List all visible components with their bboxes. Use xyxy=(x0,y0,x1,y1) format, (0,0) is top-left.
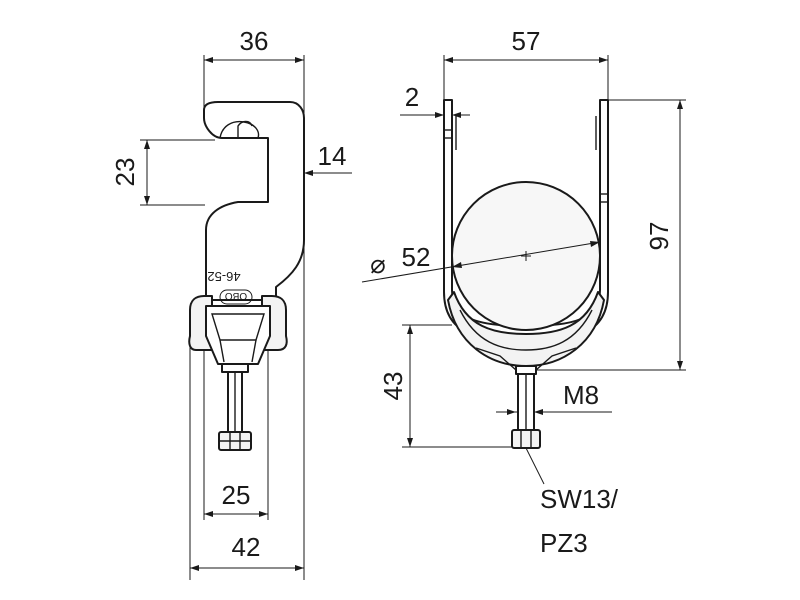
front-view: 57 2 ⌀ 52 97 43 M8 SW13/ PZ3 xyxy=(361,26,686,558)
dim-line-diameter xyxy=(361,241,601,283)
arrow-m8-right xyxy=(534,409,543,415)
arrow-36-right xyxy=(295,57,304,63)
arrow-36-left xyxy=(204,57,213,63)
arrow-43-top xyxy=(407,325,413,334)
dim-label-97: 97 xyxy=(644,222,674,251)
dim-label-23: 23 xyxy=(110,158,140,187)
dim-label-2: 2 xyxy=(405,82,419,112)
side-view: 46-52 OBO 36 23 14 25 42 xyxy=(110,26,352,580)
dim-label-43: 43 xyxy=(378,372,408,401)
diameter-symbol: ⌀ xyxy=(370,249,386,279)
dim-label-25: 25 xyxy=(222,480,251,510)
arrow-2-right xyxy=(452,112,461,118)
arrow-23-top xyxy=(144,140,150,149)
arrow-2-left xyxy=(435,112,444,118)
side-saddle-edge-r xyxy=(251,339,257,363)
label-pz3: PZ3 xyxy=(540,528,588,558)
leader-sw13 xyxy=(525,447,545,485)
arrow-25-left xyxy=(204,511,213,517)
dim-label-42: 42 xyxy=(232,532,261,562)
dim-label-57: 57 xyxy=(512,26,541,56)
side-clip-body xyxy=(203,101,305,301)
side-hook-tab xyxy=(237,120,253,138)
front-saddle-facet-r xyxy=(535,347,577,371)
dim-label-diameter: 52 xyxy=(402,242,431,272)
marking-logo: OBO xyxy=(225,290,247,301)
arrow-25-right xyxy=(259,511,268,517)
front-saddle-inner xyxy=(459,309,593,351)
front-saddle-facet-l xyxy=(475,347,517,371)
arrow-97-bottom xyxy=(677,361,683,370)
arrow-57-left xyxy=(444,57,453,63)
arrow-diameter-left xyxy=(452,262,462,268)
marking-range: 46-52 xyxy=(207,269,240,284)
arrow-42-right xyxy=(295,565,304,571)
dim-label-36: 36 xyxy=(240,26,269,56)
marking-logo-frame xyxy=(219,289,253,305)
dim-label-14: 14 xyxy=(318,141,347,171)
dim-label-m8: M8 xyxy=(563,380,599,410)
arrow-43-bottom xyxy=(407,438,413,447)
front-screw-collar xyxy=(515,365,537,375)
side-screw-collar xyxy=(221,363,249,373)
label-sw13: SW13/ xyxy=(540,484,619,514)
side-saddle-edge-l xyxy=(219,339,225,363)
arrow-m8-left xyxy=(507,409,516,415)
arrow-42-left xyxy=(190,565,199,571)
arrow-97-top xyxy=(677,100,683,109)
front-saddle xyxy=(447,291,605,367)
arrow-57-right xyxy=(599,57,608,63)
front-screw-nut xyxy=(511,429,541,449)
arrow-23-bottom xyxy=(144,196,150,205)
arrow-diameter-right xyxy=(590,241,600,247)
arrow-14 xyxy=(304,170,313,176)
